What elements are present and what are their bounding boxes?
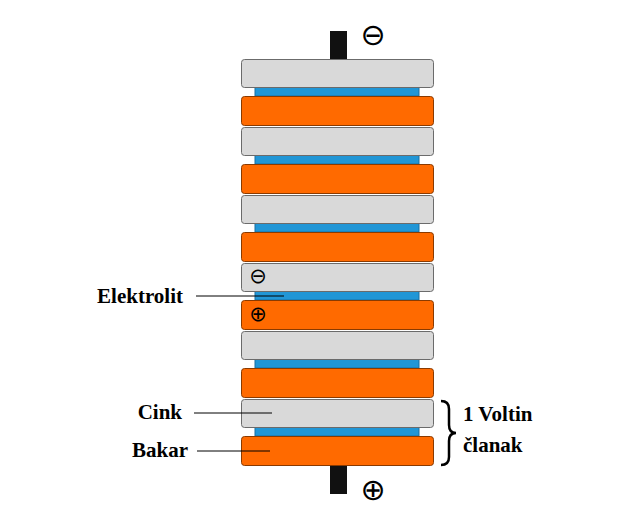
zinc-plate xyxy=(242,60,434,88)
curly-brace xyxy=(441,401,456,465)
zinc-plate xyxy=(242,196,434,224)
leader-line xyxy=(194,413,272,414)
polarity-sign: ⊖ xyxy=(249,266,267,287)
zinc-plate xyxy=(242,264,434,292)
leader-line xyxy=(197,451,270,452)
terminal-sign: ⊖ xyxy=(360,20,385,50)
leader-line xyxy=(196,296,284,297)
copper-plate xyxy=(242,165,434,194)
part-label: Elektrolit xyxy=(97,285,183,308)
copper-plate xyxy=(242,301,434,330)
zinc-plate xyxy=(242,332,434,360)
copper-plate xyxy=(242,369,434,398)
copper-plate xyxy=(242,233,434,262)
polarity-sign: ⊕ xyxy=(249,304,267,325)
positive-terminal xyxy=(330,464,347,494)
terminal-sign: ⊕ xyxy=(360,475,385,505)
part-label: Cink xyxy=(138,401,182,424)
cell-label: 1 Voltin članak xyxy=(463,399,563,462)
copper-plate xyxy=(242,437,434,466)
copper-plate xyxy=(242,97,434,126)
negative-terminal xyxy=(330,31,347,61)
part-label: Bakar xyxy=(132,439,188,462)
zinc-plate xyxy=(242,128,434,156)
